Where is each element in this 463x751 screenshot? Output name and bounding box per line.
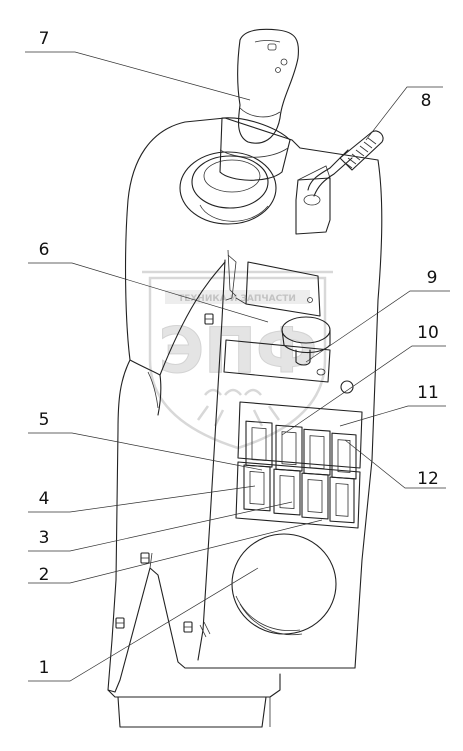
watermark-logo: ТЕХНИКА И ЗАПЧАСТИ ЭПФ: [142, 270, 333, 450]
callout-12: 12: [417, 469, 439, 489]
screw-mark: [199, 621, 211, 638]
leader-lines: [25, 51, 450, 682]
callout-7: 7: [39, 29, 50, 49]
fastener: [204, 313, 214, 325]
fasteners: [115, 313, 214, 638]
console-body: [107, 117, 383, 728]
indicator-hole: [340, 380, 354, 394]
fastener: [140, 552, 150, 564]
leader-line-8: [365, 86, 443, 141]
callout-labels: 7 8 6 9 10 5 11 12 4 3 2 1: [39, 29, 439, 678]
leader-line-3: [28, 501, 293, 552]
leader-line-11: [339, 405, 446, 427]
callout-5: 5: [39, 410, 50, 430]
leader-line-10: [281, 345, 446, 436]
leader-line-7: [25, 51, 251, 101]
leader-line-9: [305, 290, 450, 363]
panel-cover: [225, 254, 321, 317]
callout-1: 1: [39, 658, 50, 678]
callout-6: 6: [39, 240, 50, 260]
callout-2: 2: [39, 565, 50, 585]
callout-8: 8: [421, 91, 432, 111]
joystick: [179, 28, 300, 297]
leader-line-6: [28, 262, 269, 323]
round-opening: [231, 533, 337, 636]
fastener: [183, 621, 193, 633]
leader-line-4: [28, 485, 256, 513]
callout-11: 11: [417, 383, 439, 403]
fastener: [115, 617, 125, 629]
callout-4: 4: [39, 489, 50, 509]
leader-line-2: [28, 519, 323, 584]
leader-line-12: [344, 439, 446, 489]
callout-10: 10: [417, 323, 439, 343]
leader-line-1: [28, 567, 259, 682]
watermark-logo-text: ЭПФ: [159, 314, 318, 387]
callout-3: 3: [39, 528, 50, 548]
switch-row-top: [237, 401, 363, 480]
leader-line-5: [28, 432, 263, 471]
rotary-knob: [223, 316, 331, 383]
callout-9: 9: [427, 268, 438, 288]
control-lever: [295, 130, 384, 235]
